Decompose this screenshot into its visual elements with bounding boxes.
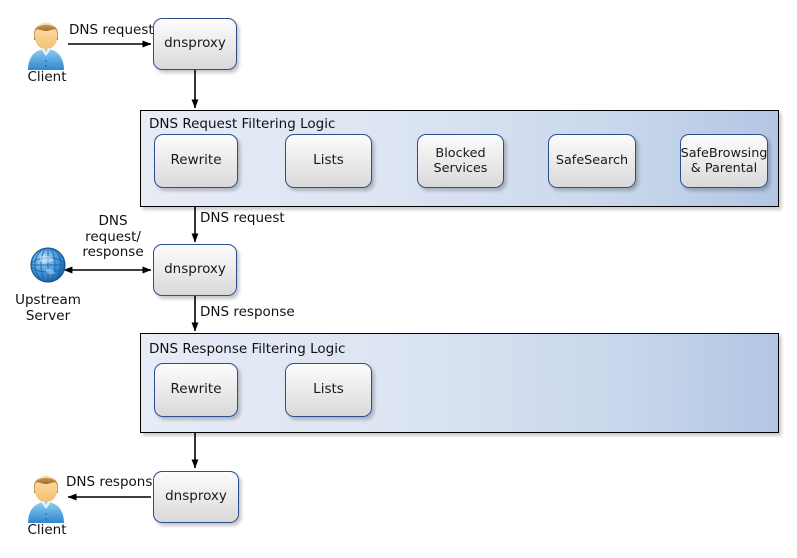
actor-caption-upstream-server: Upstream Server: [15, 292, 81, 324]
edge-label-dnsproxy-to-client: DNS response: [66, 474, 161, 490]
stage-req-rewrite[interactable]: Rewrite: [154, 134, 238, 188]
edge-label-client-to-dnsproxy: DNS request: [69, 22, 154, 38]
dns-response-filtering-panel: [140, 333, 779, 433]
user-icon: [22, 467, 72, 523]
actor-caption-client-top: Client: [27, 69, 67, 85]
dnsproxy-bottom-node[interactable]: dnsproxy: [153, 471, 239, 523]
stage-req-blocked-services[interactable]: Blocked Services: [417, 134, 504, 188]
actor-caption-client-bottom: Client: [27, 522, 67, 538]
stage-req-safesearch[interactable]: SafeSearch: [548, 134, 636, 188]
stage-req-lists[interactable]: Lists: [285, 134, 372, 188]
stage-req-safebrowsing-parental[interactable]: SafeBrowsing & Parental: [680, 134, 768, 188]
dns-request-filtering-panel-title: DNS Request Filtering Logic: [149, 116, 336, 132]
globe-icon: [24, 241, 72, 289]
stage-resp-rewrite[interactable]: Rewrite: [154, 363, 238, 417]
dnsproxy-middle-node[interactable]: dnsproxy: [153, 244, 237, 296]
dns-response-filtering-panel-title: DNS Response Filtering Logic: [149, 341, 346, 357]
edge-label-upstream-bidirectional: DNS request/ response: [82, 213, 144, 261]
edge-label-panel-to-dnsproxy: DNS request: [200, 210, 285, 226]
stage-resp-lists[interactable]: Lists: [285, 363, 372, 417]
edge-label-dnsproxy-to-response-panel: DNS response: [200, 304, 295, 320]
dnsproxy-top-node[interactable]: dnsproxy: [153, 18, 237, 70]
user-icon: [22, 14, 72, 70]
